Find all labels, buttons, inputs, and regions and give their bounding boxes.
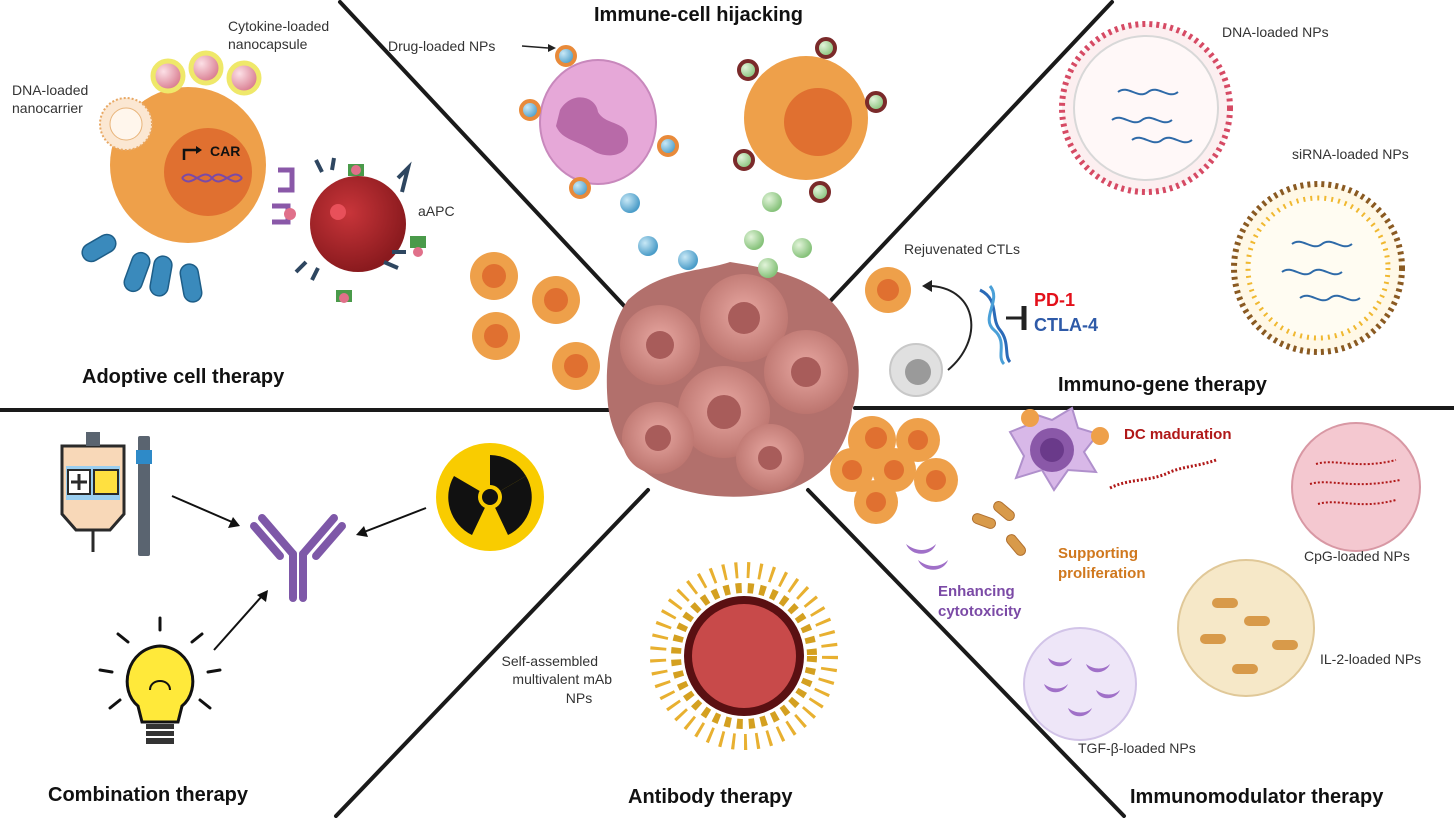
radiation-icon (436, 443, 544, 551)
label-il2-nps: IL-2-loaded NPs (1320, 651, 1422, 667)
released-nps-blue (620, 193, 698, 270)
aapc-cell (272, 157, 426, 303)
t-cells-near-tumor (470, 252, 600, 390)
label-pd1: PD-1 (1034, 290, 1076, 310)
label-sirna-nps: siRNA-loaded NPs (1292, 146, 1409, 162)
dna-nanocarrier (99, 97, 153, 151)
il2-rods (971, 501, 1026, 556)
cytokine-nanocapsules (150, 50, 262, 96)
rejuvenated-ctl (865, 267, 911, 313)
neutrophil-cell (539, 59, 657, 185)
cpg-strand (1109, 458, 1217, 490)
combination-arrowheads (228, 517, 368, 602)
dna-helix-icon (979, 285, 1012, 366)
label-drug-nps: Drug-loaded NPs (388, 38, 496, 54)
t-cell-receptors (81, 233, 203, 303)
hijacked-t-cell (744, 56, 868, 180)
dna-loaded-np (1059, 21, 1233, 195)
title-hijacking: Immune-cell hijacking (594, 4, 803, 26)
label-cytokine-line1: Cytokine-loaded (228, 18, 330, 34)
label-cytokine-line2: nanocapsule (228, 36, 308, 52)
label-dna-carrier-line2: nanocarrier (12, 100, 83, 116)
mab-nanoparticle (650, 562, 838, 750)
tgf-np (1023, 627, 1137, 741)
title-immuno-gene: Immuno-gene therapy (1058, 374, 1267, 396)
divider-bottom-right (806, 488, 1126, 818)
title-antibody: Antibody therapy (628, 786, 793, 808)
tumor-icon (606, 262, 859, 497)
label-dna-nps: DNA-loaded NPs (1222, 24, 1329, 40)
proliferating-t-cells (830, 416, 958, 524)
title-immunomodulator: Immunomodulator therapy (1130, 786, 1384, 808)
label-cpg-nps: CpG-loaded NPs (1304, 548, 1410, 564)
antibody-icon (250, 514, 346, 602)
label-ctla4: CTLA-4 (1034, 315, 1098, 335)
cpg-np (1291, 422, 1421, 552)
released-nps-green (744, 192, 812, 278)
divider-bottom-left (334, 488, 650, 818)
dendritic-cell (1008, 406, 1109, 492)
tgf-crescents (906, 544, 948, 570)
label-car: CAR (210, 143, 241, 159)
combination-arrows (171, 495, 427, 651)
label-rejuvenated-ctls: Rejuvenated CTLs (904, 241, 1020, 257)
label-mab-line3: NPs (565, 690, 593, 706)
inhibition-symbol (1006, 306, 1027, 330)
label-supporting-line1: Supporting (1058, 545, 1138, 562)
title-adoptive: Adoptive cell therapy (82, 366, 285, 388)
label-dc-maduration: DC maduration (1124, 426, 1232, 443)
divider-top-right (818, 0, 1114, 314)
drug-loaded-nps-blue (519, 45, 679, 199)
title-combination: Combination therapy (48, 784, 249, 806)
label-enhancing-line1: Enhancing (938, 583, 1015, 600)
label-enhancing-line2: cytotoxicity (938, 603, 1022, 620)
label-mab-line1: Self-assembled (501, 653, 599, 669)
rejuvenation-arrow (922, 280, 973, 371)
label-supporting-line2: proliferation (1058, 565, 1146, 582)
drug-loaded-nps-green (733, 37, 887, 203)
label-tgf-nps: TGF-β-loaded NPs (1078, 740, 1196, 756)
label-dna-carrier-line1: DNA-loaded (12, 82, 89, 98)
label-mab-line2: multivalent mAb (512, 671, 612, 687)
sirna-loaded-np (1231, 181, 1405, 355)
divider-top-left (338, 0, 630, 312)
arrow-drug-nps (521, 44, 556, 52)
iv-bag-icon (60, 432, 152, 556)
lightbulb-icon (98, 616, 222, 744)
label-aapc: aAPC (418, 203, 455, 219)
il2-np (1177, 559, 1315, 697)
exhausted-ctl (889, 343, 943, 397)
